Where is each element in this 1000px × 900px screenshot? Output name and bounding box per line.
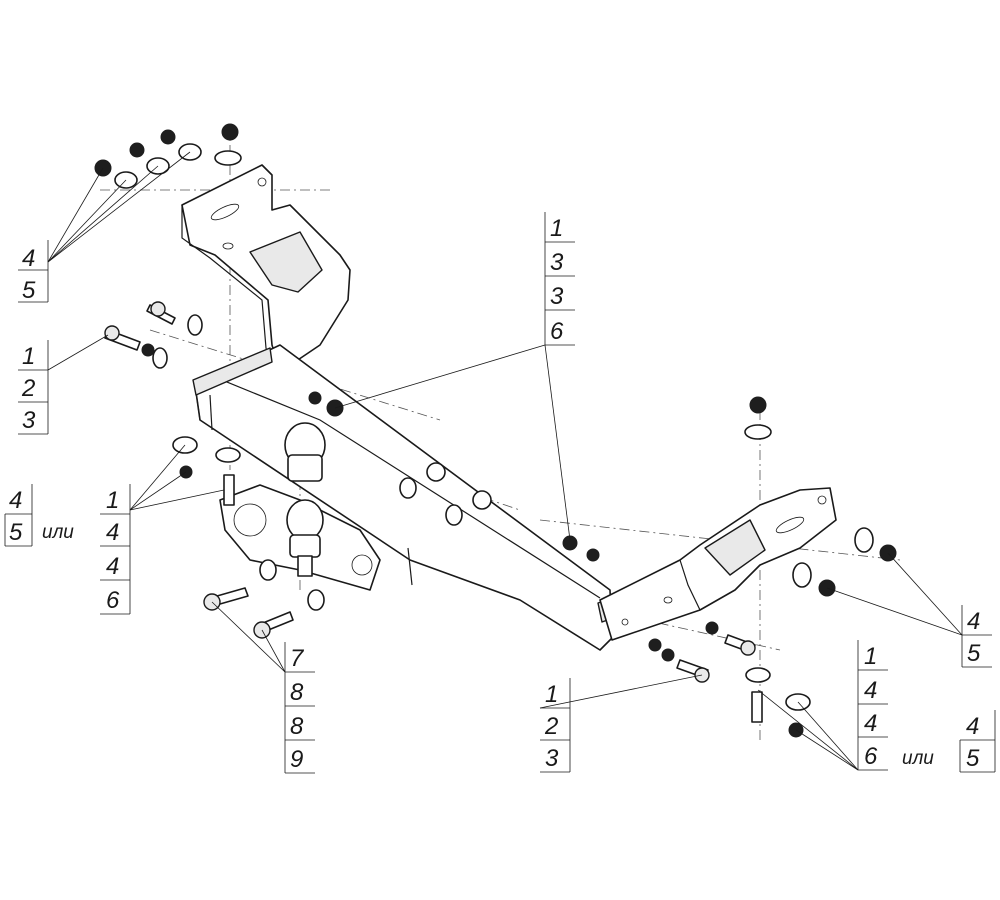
or-label: или — [42, 522, 74, 543]
callout-number: 8 — [290, 713, 304, 740]
callout-number: 3 — [545, 745, 559, 772]
callout-number: 1 — [545, 681, 558, 708]
callout-number: 6 — [550, 318, 564, 345]
callout-number: 5 — [967, 640, 981, 667]
callout-number: 4 — [9, 487, 22, 514]
callout-bottom-center: 1 2 3 — [540, 678, 571, 773]
callout-top-left: 4 5 — [18, 240, 49, 304]
callout-right-middle: 4 5 — [961, 605, 992, 668]
callout-number: 5 — [22, 277, 36, 304]
callout-number: 6 — [864, 743, 878, 770]
callout-number: 1 — [864, 643, 877, 670]
callout-number: 9 — [290, 746, 303, 773]
callout-number: 1 — [106, 487, 119, 514]
right-mounting-bracket — [599, 487, 837, 641]
callout-number: 5 — [9, 519, 23, 546]
tow-ball-assembly — [219, 422, 381, 591]
leader-lines — [47, 151, 963, 771]
callout-number: 5 — [966, 745, 980, 772]
callout-number: 4 — [864, 677, 877, 704]
callout-number: 3 — [550, 249, 564, 276]
callout-number: 8 — [290, 679, 304, 706]
callout-number: 6 — [106, 587, 120, 614]
callout-number: 1 — [550, 215, 563, 242]
callout-number: 2 — [544, 713, 558, 740]
callout-number: 4 — [967, 608, 980, 635]
callout-number: 4 — [966, 713, 979, 740]
callout-right-alt: или 4 5 — [902, 710, 996, 773]
callout-number: 7 — [290, 645, 305, 672]
callout-number: 4 — [106, 553, 119, 580]
callout-right-lower: 1 4 4 6 — [857, 640, 888, 771]
callout-number: 3 — [22, 407, 36, 434]
callout-number: 4 — [106, 519, 119, 546]
callout-number: 3 — [550, 283, 564, 310]
callout-bottom-left: 7 8 8 9 — [284, 642, 315, 774]
callout-left-middle: 1 2 3 — [18, 340, 49, 435]
callout-number: 4 — [864, 710, 877, 737]
callout-left-alt: 4 5 или — [4, 484, 74, 547]
callout-number: 1 — [22, 343, 35, 370]
or-label: или — [902, 748, 934, 769]
callout-number: 4 — [22, 245, 35, 272]
callout-center-top: 1 3 3 6 — [544, 212, 575, 346]
callout-number: 2 — [21, 375, 35, 402]
left-mounting-bracket — [181, 164, 351, 373]
callout-left-lower: 1 4 4 6 — [100, 484, 131, 615]
fasteners — [94, 123, 897, 738]
